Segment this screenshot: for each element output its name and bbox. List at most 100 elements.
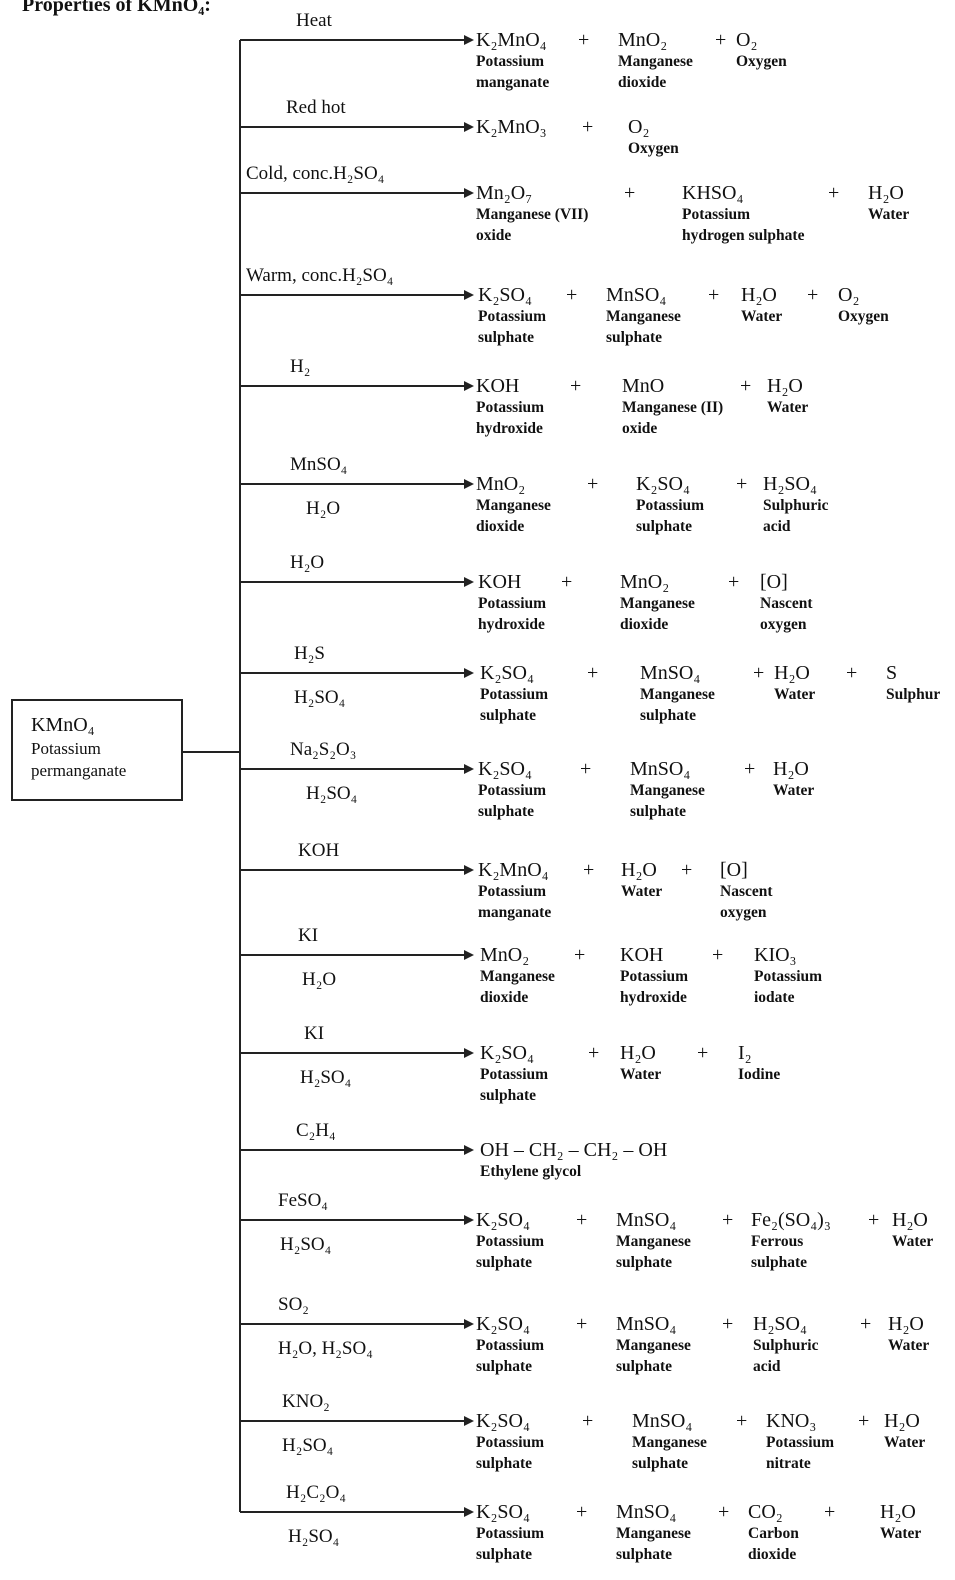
product-formula: H₂O bbox=[888, 1313, 924, 1335]
product-name: oxide bbox=[622, 420, 658, 437]
product-name: sulphate bbox=[751, 1254, 807, 1271]
product-formula: KNO₃ bbox=[766, 1410, 817, 1432]
product-formula: K₂SO₄ bbox=[476, 1313, 530, 1335]
product-formula: KOH bbox=[476, 375, 520, 397]
product-name: dioxide bbox=[618, 74, 667, 91]
reaction-condition: SO₂ bbox=[278, 1294, 309, 1315]
product-term: S Sulphur bbox=[886, 662, 940, 705]
source-name-line1: Potassium bbox=[31, 739, 101, 758]
product-formula: MnO₂ bbox=[618, 29, 668, 51]
product-name: Manganese bbox=[632, 1434, 707, 1451]
product-formula: H₂O bbox=[868, 182, 904, 204]
product-name: iodate bbox=[754, 989, 795, 1006]
product-formula: K₂SO₄ bbox=[636, 473, 690, 495]
arrow-head bbox=[464, 764, 474, 774]
product-name: sulphate bbox=[616, 1254, 672, 1271]
product-formula: Fe₂(SO₄)₃ bbox=[751, 1209, 831, 1231]
product-name: sulphate bbox=[476, 1455, 532, 1472]
plus-sign: + bbox=[718, 1501, 730, 1523]
plus-sign: + bbox=[681, 859, 693, 881]
reaction-condition: H₂ bbox=[290, 356, 311, 377]
product-formula: I₂ bbox=[738, 1042, 752, 1064]
reaction-condition: H₂SO₄ bbox=[306, 783, 358, 804]
product-formula: KIO₃ bbox=[754, 944, 797, 966]
product-formula: KHSO₄ bbox=[682, 182, 744, 204]
product-name: sulphate bbox=[480, 707, 536, 724]
plus-sign: + bbox=[561, 571, 573, 593]
product-name: dioxide bbox=[748, 1546, 797, 1563]
product-formula: O₂ bbox=[838, 284, 860, 306]
product-name: sulphate bbox=[478, 329, 534, 346]
reaction-condition: H₂O bbox=[302, 969, 337, 990]
reaction-condition: H₂SO₄ bbox=[294, 687, 346, 708]
plus-sign: + bbox=[728, 571, 740, 593]
product-name: Carbon bbox=[748, 1525, 799, 1542]
product-name: Sulphur bbox=[886, 686, 941, 703]
plus-sign: + bbox=[858, 1410, 870, 1432]
arrow-head bbox=[464, 668, 474, 678]
arrow-head bbox=[464, 188, 474, 198]
product-name: Manganese bbox=[480, 968, 555, 985]
reaction-condition: C₂H₄ bbox=[296, 1120, 336, 1141]
product-name: Water bbox=[884, 1434, 926, 1451]
plus-sign: + bbox=[715, 29, 727, 51]
product-formula: Mn₂O₇ bbox=[476, 182, 533, 204]
product-name: Water bbox=[868, 206, 910, 223]
product-formula: H₂SO₄ bbox=[753, 1313, 807, 1335]
product-formula: S bbox=[886, 662, 898, 684]
source-compound-box: KMnO₄ Potassium permanganate bbox=[11, 699, 183, 801]
plus-sign: + bbox=[744, 758, 756, 780]
product-name: hydroxide bbox=[478, 616, 545, 633]
product-name: Water bbox=[880, 1525, 922, 1542]
reaction-condition: H₂S bbox=[294, 643, 325, 664]
product-name: hydroxide bbox=[620, 989, 687, 1006]
product-formula: KOH bbox=[478, 571, 522, 593]
reaction-condition: KOH bbox=[298, 840, 340, 861]
plus-sign: + bbox=[588, 1042, 600, 1064]
product-formula: H₂O bbox=[767, 375, 803, 397]
product-name: sulphate bbox=[636, 518, 692, 535]
product-formula: H₂O bbox=[741, 284, 777, 306]
reaction-condition: Cold, conc.H₂SO₄ bbox=[246, 163, 385, 184]
product-name: dioxide bbox=[480, 989, 529, 1006]
plus-sign: + bbox=[722, 1209, 734, 1231]
plus-sign: + bbox=[582, 1410, 594, 1432]
product-formula: MnO₂ bbox=[476, 473, 526, 495]
product-name: manganate bbox=[478, 904, 552, 921]
product-name: Ferrous bbox=[751, 1233, 804, 1250]
product-name: sulphate bbox=[630, 803, 686, 820]
product-name: Water bbox=[888, 1337, 930, 1354]
plus-sign: + bbox=[582, 116, 594, 138]
product-name: Ethylene glycol bbox=[480, 1163, 582, 1180]
plus-sign: + bbox=[736, 473, 748, 495]
product-formula: MnO bbox=[622, 375, 665, 397]
product-formula: MnO₂ bbox=[480, 944, 530, 966]
product-name: Potassium bbox=[620, 968, 689, 985]
arrow-head bbox=[464, 290, 474, 300]
product-formula: H₂O bbox=[774, 662, 810, 684]
arrow-head bbox=[464, 1416, 474, 1426]
product-name: sulphate bbox=[606, 329, 662, 346]
product-name: dioxide bbox=[476, 518, 525, 535]
product-name: sulphate bbox=[632, 1455, 688, 1472]
reaction-condition: MnSO₄ bbox=[290, 454, 348, 475]
reaction-condition: H₂O bbox=[290, 552, 325, 573]
product-name: oxygen bbox=[760, 616, 807, 633]
product-formula: MnSO₄ bbox=[616, 1209, 677, 1231]
product-name: Potassium bbox=[478, 308, 547, 325]
reaction-condition: Red hot bbox=[286, 97, 346, 118]
